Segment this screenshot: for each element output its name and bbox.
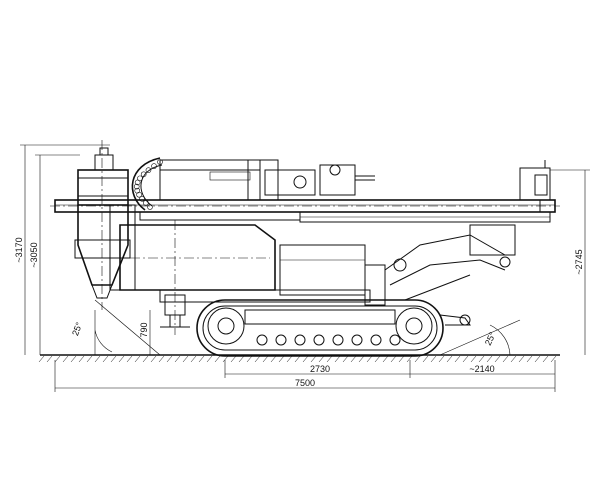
drill-head xyxy=(209,159,375,201)
stand-height-label: 790 xyxy=(139,322,149,337)
right-height-label: ~2745 xyxy=(574,249,584,274)
overall-height-label: ~3170 xyxy=(14,237,24,262)
rear-overhang-label: ~2140 xyxy=(469,364,494,374)
hose-chain xyxy=(131,157,163,211)
rear-jack xyxy=(160,220,190,335)
overall-length-label: 7500 xyxy=(295,378,315,388)
front-angle-label: 25° xyxy=(70,320,84,337)
track-length-label: 2730 xyxy=(310,364,330,374)
engine-housing xyxy=(119,224,386,306)
boom-linkage xyxy=(384,224,516,326)
front-clamp xyxy=(519,160,556,213)
inner-height-label: ~3050 xyxy=(29,242,39,267)
mast-beam xyxy=(50,159,560,223)
crawler-track xyxy=(196,299,444,357)
dimension-lines xyxy=(20,144,590,392)
rear-angle-label: 25° xyxy=(483,330,498,347)
ground xyxy=(38,354,560,363)
